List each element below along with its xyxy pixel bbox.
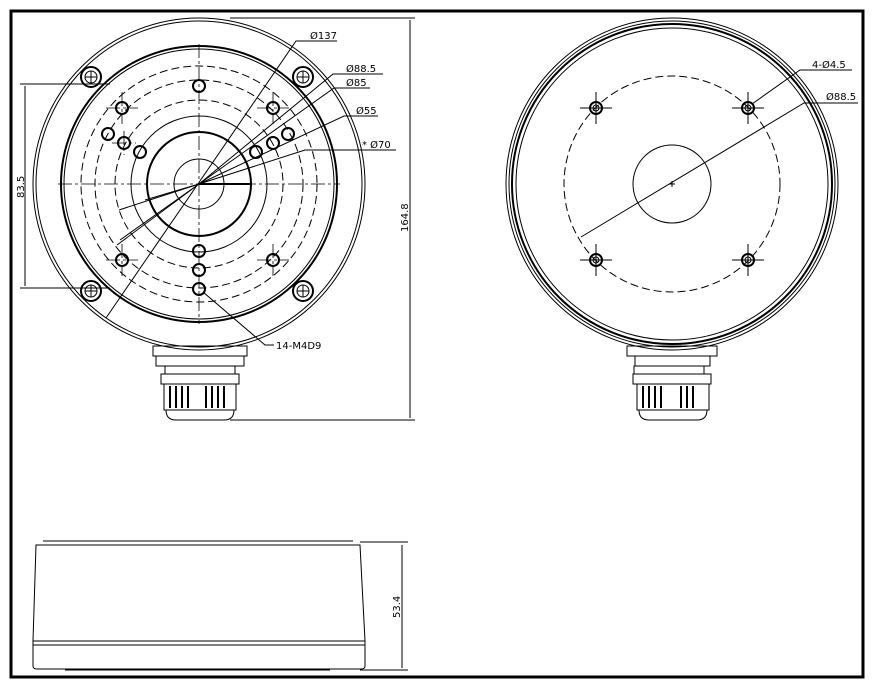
dim-83-5: 83.5 xyxy=(16,176,27,198)
back-view: 4-Ø4.5 Ø88.5 xyxy=(505,17,858,421)
dim-diameter-55: Ø55 xyxy=(356,105,377,117)
front-view: Ø137 Ø88.5 Ø85 Ø55 * Ø70 14-M4D9 83.5 16… xyxy=(16,17,415,421)
side-view: 53.4 xyxy=(32,540,408,671)
dim-diameter-137: Ø137 xyxy=(310,30,337,42)
cable-gland xyxy=(152,345,248,421)
screw-heads xyxy=(80,66,314,302)
mounting-holes xyxy=(101,79,295,296)
dim-164-8: 164.8 xyxy=(400,203,411,232)
dim-thread-holes: 14-M4D9 xyxy=(276,341,321,352)
drawing-frame xyxy=(9,9,865,679)
dim-diameter-88-5-back: Ø88.5 xyxy=(826,91,856,103)
dim-height-53-4: 53.4 xyxy=(392,596,403,618)
dim-holes-4-4-5: 4-Ø4.5 xyxy=(812,59,846,71)
leader-lines xyxy=(105,40,396,346)
dim-diameter-70: * Ø70 xyxy=(362,139,391,151)
dim-diameter-85: Ø85 xyxy=(346,77,367,89)
dimension-lines xyxy=(20,17,415,421)
dim-diameter-88-5: Ø88.5 xyxy=(346,63,376,75)
cable-gland xyxy=(626,345,718,421)
